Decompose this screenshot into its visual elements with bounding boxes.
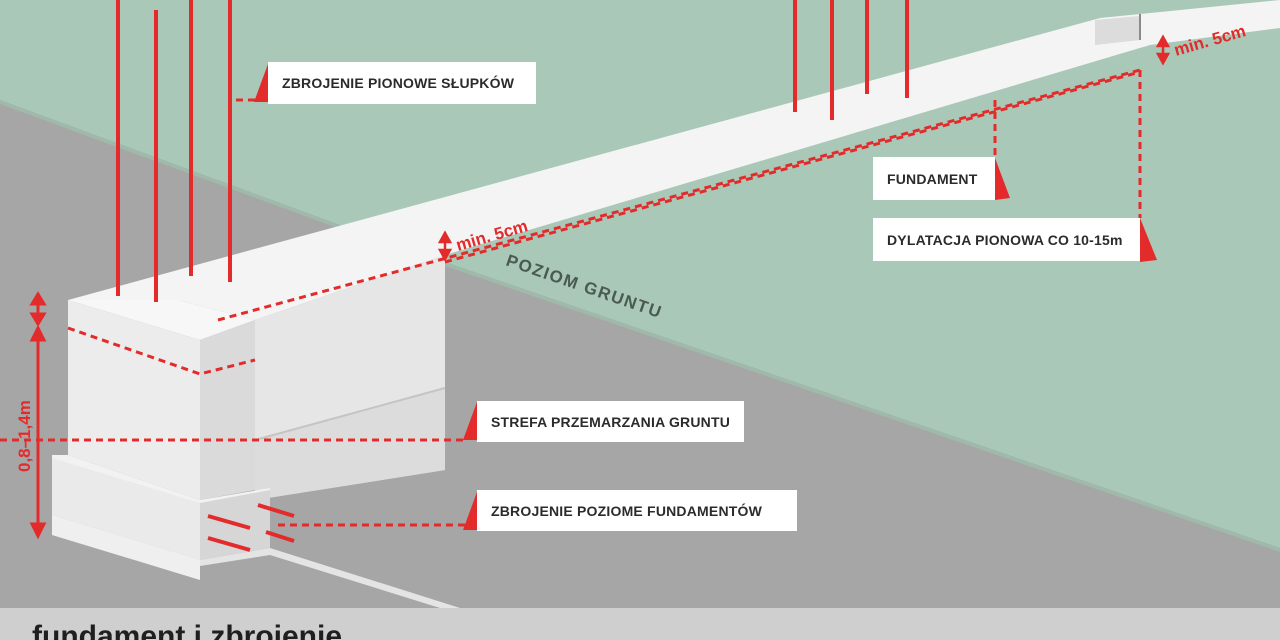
label-marker-foundation — [995, 158, 1010, 200]
beam-top-face — [68, 0, 1280, 320]
pillar-right-face — [200, 320, 255, 500]
min-5cm-marker-right — [1155, 34, 1171, 66]
label-marker-horizontal — [463, 492, 477, 530]
footer-title: fundament i zbrojenie — [32, 620, 343, 640]
depth-text: 0,8–1,4m — [15, 400, 34, 472]
label-marker-vertical — [254, 64, 268, 102]
dashed-reinforcement-lines — [0, 68, 1142, 527]
label-marker-frost — [463, 402, 477, 440]
label-foundation: FUNDAMENT — [873, 157, 995, 200]
footing-top — [52, 455, 270, 505]
vertical-rebars-left — [116, 0, 232, 302]
label-marker-joint — [1140, 218, 1157, 262]
label-expansion-joint: DYLATACJA PIONOWA CO 10-15m — [873, 218, 1140, 261]
vertical-rebars-right — [793, 0, 909, 120]
beam-lower-face — [255, 388, 445, 500]
label-vertical-reinforcement: ZBROJENIE PIONOWE SŁUPKÓW — [268, 62, 536, 104]
ground-line — [0, 100, 1280, 552]
pillar-top — [68, 300, 255, 340]
label-frost-zone: STREFA PRZEMARZANIA GRUNTU — [477, 401, 744, 442]
footing-base — [52, 522, 440, 608]
wall-plane — [0, 0, 1280, 548]
footing-strip — [52, 515, 460, 608]
beam-joint-segment — [1095, 16, 1140, 45]
footer-bar: fundament i zbrojenie — [0, 608, 1280, 640]
min-5cm-marker-left — [437, 230, 453, 262]
pillar-left-face — [68, 300, 200, 500]
horizontal-rebars — [207, 503, 295, 552]
footing-base-face — [52, 515, 200, 580]
depth-dimension — [29, 291, 47, 540]
footing-left-face — [52, 458, 200, 560]
label-horizontal-reinforcement: ZBROJENIE POZIOME FUNDAMENTÓW — [477, 490, 797, 531]
